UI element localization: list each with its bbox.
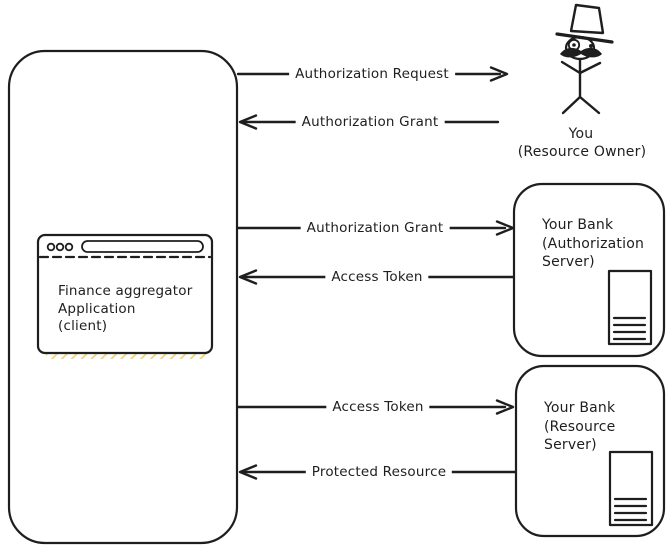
figure-right-leg bbox=[578, 95, 601, 115]
client-container-box bbox=[7, 49, 239, 545]
client-app-label-line1: Finance aggregator bbox=[58, 283, 193, 299]
browser-window-icon bbox=[36, 233, 214, 359]
arrowhead-left-icon bbox=[238, 114, 258, 130]
arrowhead-left-icon bbox=[238, 269, 258, 285]
figure-left-leg bbox=[561, 95, 582, 115]
browser-window-frame bbox=[36, 233, 214, 355]
authorization-server-label-line1: Your Bank bbox=[542, 217, 614, 233]
resource-owner-caption-line2: (Resource Owner) bbox=[517, 144, 647, 160]
mustache bbox=[560, 47, 602, 58]
arrow-label-authorization-request: Authorization Request bbox=[289, 66, 455, 82]
left-pupil bbox=[572, 43, 576, 47]
url-bar bbox=[81, 240, 204, 253]
authorization-server-label-line2: (Authorization bbox=[542, 235, 645, 252]
figure-right-arm bbox=[578, 61, 602, 75]
arrow-label-access-token-to-resource-server: Access Token bbox=[326, 399, 430, 415]
top-hat-brim bbox=[555, 32, 614, 44]
resource-server-label-line3: Server) bbox=[544, 437, 597, 453]
document-icon bbox=[607, 269, 653, 346]
arrow-label-access-token-to-client: Access Token bbox=[325, 269, 429, 285]
arrow-label-protected-resource: Protected Resource bbox=[305, 464, 453, 480]
arrowhead-left-icon bbox=[238, 464, 258, 480]
resource-server-label-line2: (Resource bbox=[544, 418, 616, 435]
client-app-label-line2: Application bbox=[58, 300, 136, 317]
resource-server-label-line1: Your Bank bbox=[544, 400, 616, 416]
resource-owner-caption-line1: You bbox=[568, 126, 594, 142]
arrowhead-right-icon bbox=[489, 66, 509, 82]
authorization-server-label-line3: Server) bbox=[542, 254, 595, 270]
authorization-server-box bbox=[512, 182, 666, 358]
authorization-server-label: Your Bank (Authorization Server) bbox=[542, 216, 644, 272]
document-icon bbox=[608, 450, 654, 527]
resource-server-box bbox=[514, 364, 666, 538]
arrow-label-authorization-grant-to-client: Authorization Grant bbox=[295, 114, 445, 130]
traffic-lights-icon bbox=[46, 242, 74, 252]
top-hat-crown bbox=[569, 3, 605, 35]
client-app-label: Finance aggregator Application (client) bbox=[58, 283, 192, 336]
client-app-label-line3: (client) bbox=[58, 318, 108, 334]
figure-left-arm bbox=[560, 60, 582, 75]
stick-figure-icon bbox=[555, 3, 614, 115]
arrow-label-authorization-grant-to-auth-server: Authorization Grant bbox=[300, 220, 450, 236]
browser-window-hatch-shadow bbox=[46, 352, 208, 359]
right-eye bbox=[589, 44, 593, 48]
arrowhead-right-icon bbox=[495, 399, 515, 415]
resource-server-label: Your Bank (Resource Server) bbox=[544, 399, 615, 455]
